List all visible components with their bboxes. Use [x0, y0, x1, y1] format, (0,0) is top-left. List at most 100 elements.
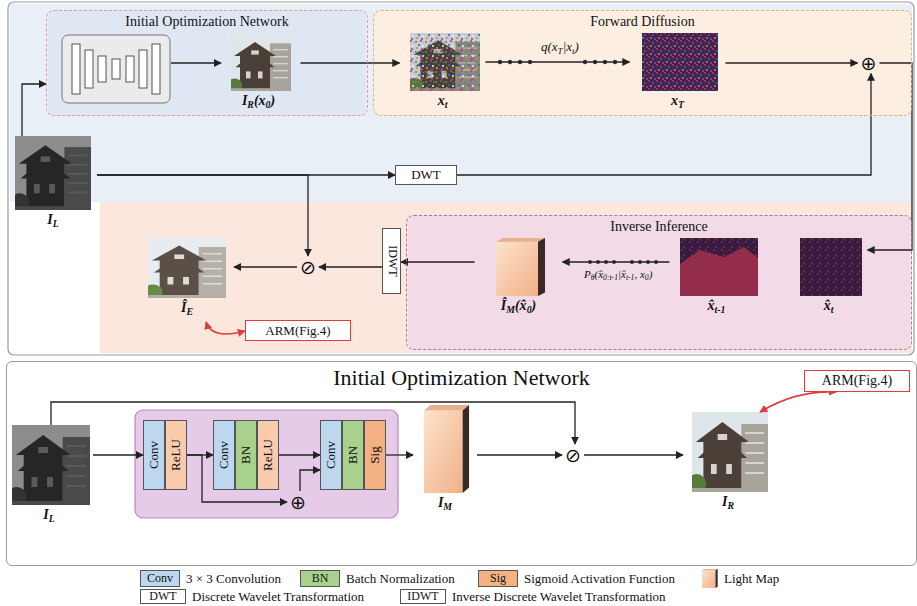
drawing-part: [112, 59, 120, 79]
flow-connector: [386, 454, 413, 455]
process-box: Sig: [364, 420, 386, 490]
box-label: Sig: [368, 446, 382, 463]
image-label: x̂t: [790, 298, 868, 318]
operator-symbol: ⊕: [287, 491, 309, 513]
light-map-icon: [702, 569, 718, 588]
process-box: ARM(Fig.4): [245, 320, 351, 341]
image-node: IM: [413, 405, 477, 517]
flow-connector: [477, 454, 562, 455]
noise-image: [800, 238, 862, 296]
flow-connector: [97, 175, 308, 256]
image-label: ÎM(x̂0): [475, 298, 563, 318]
drawing-part: [85, 50, 93, 88]
operator-glyph: ⊘: [562, 444, 584, 466]
module-frame: Inverse InferenceÎM(x̂0) x̂t-1 x̂t: [406, 215, 912, 350]
lower-band: [100, 202, 912, 353]
image-label: IL: [9, 212, 97, 232]
box-label: ReLU: [169, 439, 183, 471]
image-label: xt: [400, 93, 486, 113]
loss-connector: [206, 322, 245, 334]
drawing-part: [126, 56, 134, 82]
operator-symbol: ⊕: [858, 52, 880, 74]
image-label: IM: [413, 495, 477, 515]
flow-connector: [726, 62, 858, 63]
flow-connector: [51, 402, 575, 444]
image-node: x̂t: [790, 238, 868, 320]
legend-swatch: BN: [300, 570, 340, 587]
flow-connector: [93, 454, 143, 455]
drawing-part: [680, 247, 758, 296]
image-node: x̂t-1: [670, 238, 764, 320]
process-box: DWT: [395, 165, 457, 185]
drawing-part: [152, 44, 160, 94]
process-box: Conv: [320, 420, 342, 490]
drawing-part: [702, 569, 718, 588]
module-fill: [408, 215, 910, 350]
flow-connector: [301, 62, 400, 63]
image-node: IL: [5, 425, 93, 529]
operator-glyph: ⊕: [858, 52, 880, 74]
noisy-photo: [406, 33, 480, 92]
swatch-label: Conv: [141, 571, 179, 586]
module-frame: Initial Optimization NetworkIR(x0): [46, 10, 368, 116]
light-map-swatch: [702, 569, 718, 588]
noise-image: [680, 238, 758, 296]
flow-connector: [319, 266, 382, 267]
module-title: Inverse Inference: [407, 219, 911, 235]
layer-block: [135, 410, 398, 518]
flow-connector: [300, 470, 320, 491]
image-label: xT: [630, 93, 726, 113]
flow-connector: [563, 261, 670, 262]
box-label: Conv: [324, 441, 338, 469]
operator-symbol: ⊘: [297, 256, 319, 278]
light-map: [424, 405, 469, 493]
box-label: DWT: [411, 168, 441, 182]
image-node: IR(x0): [217, 35, 301, 115]
drawing-part: [72, 44, 80, 94]
box-label: Conv: [217, 441, 231, 469]
operator-symbol: ⊘: [562, 444, 584, 466]
edge-label: Pθ(x̂0:t-1|x̂t-1, x0): [584, 268, 652, 283]
light-map: [496, 238, 545, 296]
flow-connector: [584, 454, 683, 455]
process-box: BN: [342, 420, 364, 490]
legend-swatch: Sig: [478, 570, 518, 587]
box-label: BN: [346, 446, 360, 464]
flow-connector: [22, 84, 46, 136]
top-panel-frame: [8, 2, 914, 355]
box-label: ARM(Fig.4): [822, 373, 892, 388]
swatch-label: BN: [301, 571, 339, 586]
legend-swatch: IDWT: [400, 589, 446, 604]
image-node: IR: [683, 412, 773, 516]
legend-text: Discrete Wavelet Transformation: [192, 589, 364, 604]
box-label: Conv: [147, 441, 161, 469]
image-label: x̂t-1: [670, 298, 764, 318]
module-title: Initial Optimization Network: [47, 14, 367, 30]
flow-arrow: [171, 62, 221, 63]
legend-text: 3 × 3 Convolution: [186, 570, 281, 587]
swatch-label: DWT: [141, 590, 185, 603]
photo: [687, 412, 768, 494]
flow-connector: [868, 63, 913, 250]
image-node: IL: [9, 136, 97, 234]
image-node: xT: [630, 33, 726, 115]
flow-connector: [457, 74, 871, 176]
legend-swatch: DWT: [140, 589, 186, 604]
process-box: ARM(Fig.4): [804, 370, 910, 392]
drawing-part: [62, 35, 170, 103]
image-label: IR: [683, 494, 773, 514]
image-node: ÎM(x̂0): [475, 238, 563, 320]
loss-connector: [760, 392, 836, 412]
photo: [143, 238, 226, 300]
legend-text: Batch Normalization: [346, 570, 455, 587]
module-frame: Initial Optimization NetworkILConvReLUCo…: [6, 361, 917, 566]
process-box: Conv: [143, 420, 165, 490]
drawing-part: [139, 50, 147, 88]
image-label: IL: [5, 507, 93, 527]
edge-label: q(xT|xt): [541, 39, 579, 57]
operator-glyph: ⊕: [287, 491, 309, 513]
box-label: BN: [239, 446, 253, 464]
module-fill: [375, 10, 910, 116]
process-box: BN: [235, 420, 257, 490]
